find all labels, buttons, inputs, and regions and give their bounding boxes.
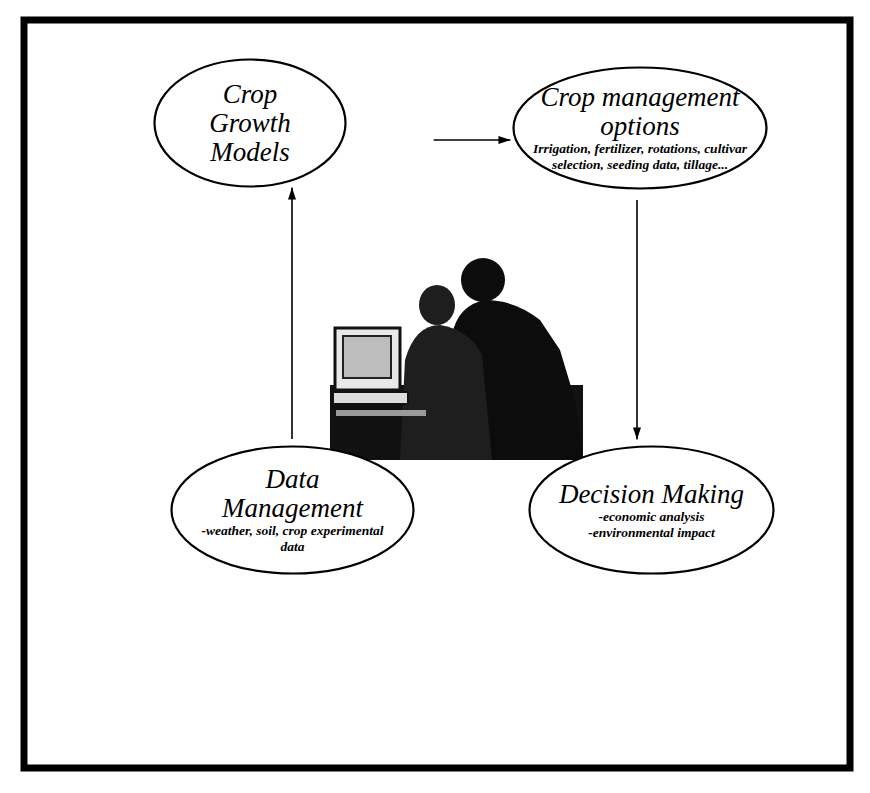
ellipse-shape — [155, 60, 346, 187]
node-content: Crop Growth Models — [153, 58, 347, 188]
person-head — [461, 258, 505, 302]
ellipse-node: Crop Growth Models — [153, 58, 347, 188]
outer-frame — [24, 20, 850, 768]
ellipse-shape — [530, 447, 774, 574]
node-heading: Crop Growth Models — [190, 80, 310, 167]
node-detail: Irrigation, fertilizer, rotations, culti… — [526, 141, 754, 173]
node-detail: -environmental impact — [588, 525, 714, 541]
keyboard — [336, 410, 426, 416]
ellipse-shape — [172, 447, 414, 574]
computer-base — [333, 392, 408, 404]
node-detail: -economic analysis — [598, 509, 704, 525]
node-detail: -weather, soil, crop experimental data — [193, 523, 393, 555]
flow-arrow — [434, 139, 511, 141]
flow-arrow — [291, 188, 293, 439]
computer-monitor — [335, 328, 400, 390]
node-content: Crop management optionsIrrigation, ferti… — [512, 66, 768, 190]
computer-users-photo — [330, 258, 583, 460]
node-heading: Data Management — [203, 465, 383, 523]
node-heading: Decision Making — [559, 480, 744, 509]
node-heading: Crop management options — [525, 83, 755, 141]
ellipse-node: Data Management-weather, soil, crop expe… — [170, 445, 415, 575]
person-head — [419, 285, 455, 325]
ellipse-node: Decision Making-economic analysis-enviro… — [528, 445, 775, 575]
ellipse-node: Crop management optionsIrrigation, ferti… — [512, 66, 768, 190]
node-content: Data Management-weather, soil, crop expe… — [170, 445, 415, 575]
person-silhouette — [400, 325, 492, 460]
flow-arrow — [636, 200, 638, 439]
monitor-screen — [343, 336, 391, 378]
ellipse-shape — [514, 68, 767, 189]
node-content: Decision Making-economic analysis-enviro… — [528, 445, 775, 575]
